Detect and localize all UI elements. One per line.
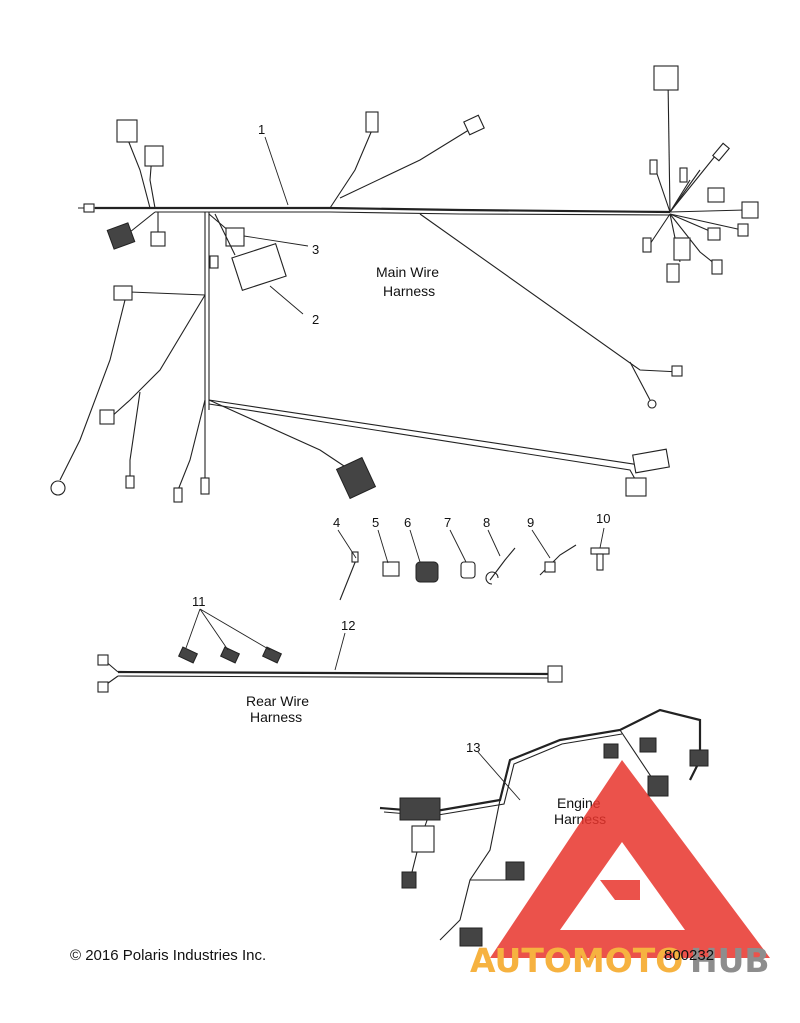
part-11-clip-c: [261, 646, 283, 664]
callout-8: 8: [483, 515, 490, 530]
part-11-clip-a: [177, 646, 199, 664]
part-4-strap: [339, 559, 357, 601]
part-8-tie: [485, 547, 516, 585]
connector-right-pin-a: [712, 142, 730, 162]
caption-rear-line2: Harness: [250, 709, 302, 725]
callout-12: 12: [341, 618, 355, 633]
connector-right-top: [653, 65, 679, 91]
part-7-clip: [460, 561, 476, 579]
rear-connector-left-b: [97, 681, 109, 693]
callout-leaders: [185, 136, 605, 801]
callout-5: 5: [372, 515, 379, 530]
callout-3: 3: [312, 242, 319, 257]
part-10-head: [590, 547, 610, 555]
diagram-number: 800232: [664, 947, 714, 964]
callout-4: 4: [333, 515, 340, 530]
ring-terminal-right: [647, 399, 657, 409]
connector-lower-main: [335, 456, 377, 500]
engine-connector-bottom: [459, 927, 483, 947]
small-parts: [339, 544, 610, 601]
engine-harness: [379, 708, 709, 947]
connector-drop-b: [200, 477, 210, 495]
connector-lower-right-a: [632, 448, 670, 474]
watermark-text-hub: HUB: [690, 941, 770, 980]
connector-drop-a: [173, 487, 183, 503]
harness-captions: Main Wire Harness Rear Wire Harness Engi…: [246, 264, 606, 827]
part-5-clip: [382, 561, 400, 577]
connector-top-a: [365, 111, 379, 133]
caption-main-line2: Harness: [383, 283, 435, 299]
part-9-head: [544, 561, 556, 573]
connector-right-pin-c: [679, 167, 688, 183]
caption-main-line1: Main Wire: [376, 264, 439, 280]
engine-connector-left-c: [401, 871, 417, 889]
connector-right-bottom-f: [737, 223, 749, 237]
main-wire-harness: [50, 65, 759, 503]
connector-left-mid: [99, 409, 115, 425]
callout-numbers: 1 2 3 4 5 6 7 8 9 10 11 12 13: [192, 122, 610, 755]
connector-left-loop: [113, 285, 133, 301]
connector-right-bottom-c: [711, 259, 723, 275]
connector-right-bottom-a: [673, 237, 691, 261]
callout-6: 6: [404, 515, 411, 530]
footer: © 2016 Polaris Industries Inc. 800232: [70, 947, 714, 964]
connector-right-pin-b: [649, 159, 658, 175]
copyright-text: © 2016 Polaris Industries Inc.: [70, 947, 266, 964]
engine-connector-upper: [603, 743, 619, 759]
callout-7: 7: [444, 515, 451, 530]
rear-wire-harness: [97, 646, 563, 693]
callout-10: 10: [596, 511, 610, 526]
connector-right-bottom-d: [642, 237, 652, 253]
connector-right-diag: [671, 365, 683, 377]
module-item-2: [231, 243, 287, 291]
part-6-clip: [415, 561, 439, 583]
watermark-triangle: [490, 760, 770, 958]
caption-engine-line1: Engine: [557, 795, 601, 811]
connector-lower-left-b: [150, 231, 166, 247]
main-left-terminal: [83, 203, 95, 213]
engine-connector-left: [399, 797, 441, 821]
engine-connector-right: [647, 775, 669, 797]
connector-right-bottom-e: [707, 227, 721, 241]
rear-connector-left-a: [97, 654, 109, 666]
callout-2: 2: [312, 312, 319, 327]
connector-upper-left-b: [144, 145, 164, 167]
connector-right-end: [741, 201, 759, 219]
part-10-shank: [596, 553, 604, 571]
engine-connector-left-b: [411, 825, 435, 853]
part-11-clip-b: [219, 646, 241, 664]
caption-rear-line1: Rear Wire: [246, 693, 309, 709]
connector-lower-left-a: [106, 222, 136, 250]
watermark-text-automoto: AUTOMOTO: [470, 941, 683, 980]
connector-left-low: [125, 475, 135, 489]
ring-terminal-left: [50, 480, 66, 496]
callout-11: 11: [192, 594, 206, 609]
connector-lower-right-b: [625, 477, 647, 497]
callout-13: 13: [466, 740, 480, 755]
rear-connector-right: [547, 665, 563, 683]
connector-top-b: [463, 114, 485, 136]
connector-upper-left-a: [116, 119, 138, 143]
automotohub-watermark: AUTOMOTO HUB: [470, 760, 770, 980]
engine-connector-mid: [505, 861, 525, 881]
engine-connector-right-b: [689, 749, 709, 767]
connector-right-mid: [707, 187, 725, 203]
engine-connector-upper-b: [639, 737, 657, 753]
watermark-triangle-accent: [600, 880, 640, 900]
callout-9: 9: [527, 515, 534, 530]
connector-right-bottom-b: [666, 263, 680, 283]
callout-1: 1: [258, 122, 265, 137]
clip-on-drop: [209, 255, 219, 269]
